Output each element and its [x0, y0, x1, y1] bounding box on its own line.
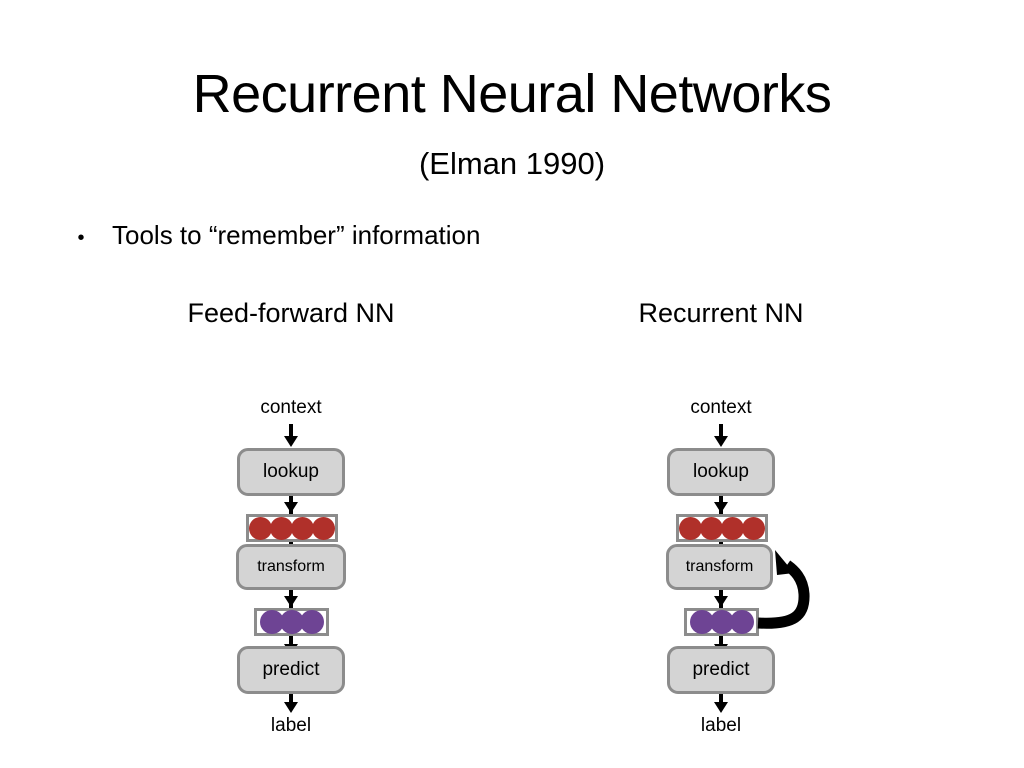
embedding-dot [679, 516, 702, 540]
page-title: Recurrent Neural Networks [192, 64, 832, 124]
hidden-dot-group [689, 610, 754, 634]
embedding-dot [742, 516, 765, 540]
embedding-dot [312, 516, 335, 540]
diagram-recurrent: Recurrent NN context lookup transform [551, 296, 891, 736]
embedding-dot [721, 516, 744, 540]
node-predict: predict [667, 646, 775, 694]
node-predict: predict [237, 646, 345, 694]
node-transform: transform [236, 544, 346, 590]
flow-feed-forward: context lookup transform [121, 344, 461, 736]
hidden-dot-group [259, 610, 324, 634]
arrowhead-context-to-lookup [284, 436, 298, 447]
connector-context-to-lookup [719, 424, 723, 438]
node-hidden-vector [254, 608, 329, 636]
arrowhead-lookup-to-embedding [714, 502, 728, 513]
arrowhead-transform-to-hidden [714, 596, 728, 607]
arrowhead-predict-to-label [284, 702, 298, 713]
embedding-dot [291, 516, 314, 540]
node-lookup: lookup [237, 448, 345, 496]
arrowhead-predict-to-label [714, 702, 728, 713]
embedding-dot [249, 516, 272, 540]
node-hidden-vector [684, 608, 759, 636]
node-lookup: lookup [667, 448, 775, 496]
node-transform: transform [666, 544, 773, 590]
embedding-dot-group [249, 516, 335, 540]
flow-recurrent: context lookup transform [551, 344, 891, 736]
node-input-context: context [690, 397, 752, 418]
node-embedding-vector [676, 514, 768, 542]
bullet-marker-icon: • [77, 227, 85, 249]
arrowhead-context-to-lookup [714, 436, 728, 447]
node-output-label: label [700, 715, 742, 736]
diagram-heading-feed-forward: Feed-forward NN [187, 298, 395, 328]
connector-context-to-lookup [289, 424, 293, 438]
embedding-dot [270, 516, 293, 540]
hidden-dot [729, 610, 754, 634]
hidden-dot [299, 610, 324, 634]
embedding-dot [700, 516, 723, 540]
arrowhead-transform-to-hidden [284, 596, 298, 607]
bullet-item: • Tools to “remember” information [72, 218, 932, 255]
embedding-dot-group [679, 516, 765, 540]
page-subtitle: (Elman 1990) [418, 146, 606, 181]
node-embedding-vector [246, 514, 338, 542]
bullet-item-label: Tools to “remember” information [112, 220, 481, 250]
diagram-feed-forward: Feed-forward NN context lookup transform [121, 296, 461, 736]
node-input-context: context [260, 397, 322, 418]
arrowhead-lookup-to-embedding [284, 502, 298, 513]
node-output-label: label [270, 715, 312, 736]
diagram-heading-recurrent: Recurrent NN [638, 298, 804, 328]
